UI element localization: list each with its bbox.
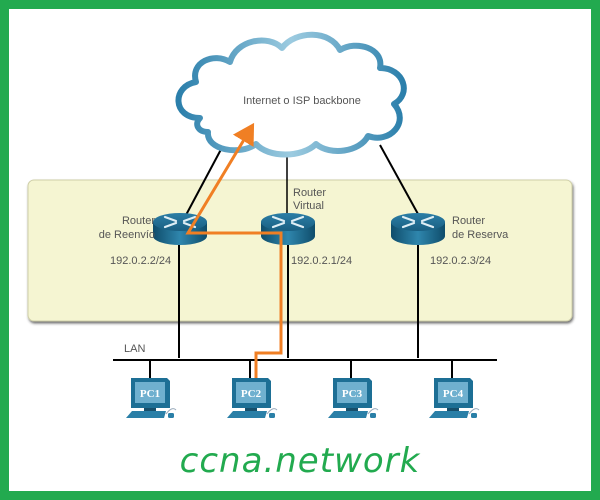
standby-router-name-line1: Router	[452, 215, 485, 227]
pc4-label: PC4	[443, 388, 464, 400]
link-cloud-standby-router	[379, 144, 419, 215]
link-cloud-forwarding-router	[185, 139, 227, 216]
router-forwarding-icon	[153, 213, 207, 245]
pc4-icon: PC4	[429, 378, 480, 418]
internet-cloud: Internet o ISP backbone	[175, 31, 407, 158]
pc3-label: PC3	[342, 388, 363, 400]
virtual-router-name-line2: Virtual	[293, 200, 324, 212]
watermark-text: ccna.network	[180, 441, 421, 481]
standby-router-name-line2: de Reserva	[452, 229, 509, 241]
pc3-icon: PC3	[328, 378, 379, 418]
lan-label: LAN	[124, 343, 145, 355]
forwarding-router-ip: 192.0.2.2/24	[110, 255, 171, 267]
pc1-label: PC1	[140, 388, 160, 400]
forwarding-router-name-line2: de Reenvío	[99, 229, 155, 241]
pc2-icon: PC2	[227, 378, 278, 418]
traffic-path	[185, 122, 283, 378]
forwarding-router-name-line1: Router	[122, 215, 155, 227]
router-virtual-icon	[261, 213, 315, 245]
cloud-label: Internet o ISP backbone	[243, 95, 361, 107]
pc1-icon: PC1	[126, 378, 177, 418]
pc2-label: PC2	[241, 388, 262, 400]
virtual-router-ip: 192.0.2.1/24	[291, 255, 352, 267]
virtual-router-name-line1: Router	[293, 187, 326, 199]
standby-router-ip: 192.0.2.3/24	[430, 255, 491, 267]
router-standby-icon	[391, 213, 445, 245]
